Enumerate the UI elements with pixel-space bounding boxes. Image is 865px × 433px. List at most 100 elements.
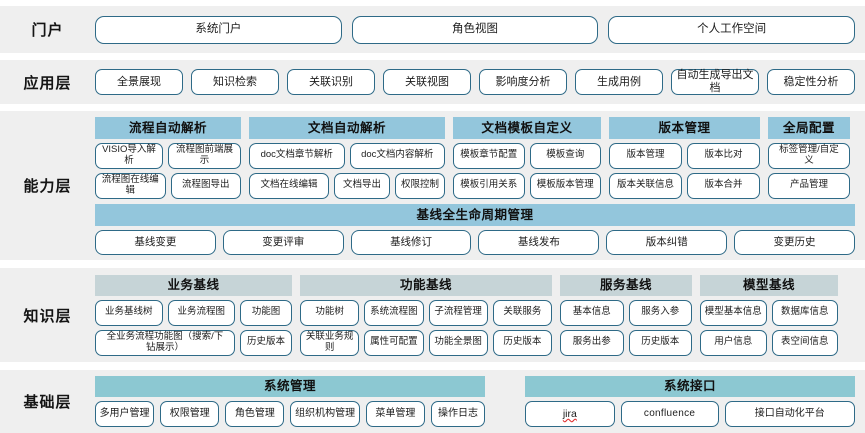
layer-body-portal: 系统门户 角色视图 个人工作空间 [95, 15, 865, 44]
base-node-interface-automation-platform[interactable]: 接口自动化平台 [724, 401, 855, 428]
cap-node-doc-export[interactable]: 文档导出 [334, 172, 390, 199]
kn-node-model-basic-info[interactable]: 模型基本信息 [700, 299, 767, 326]
kn-node-attribute-configurable[interactable]: 属性可配置 [364, 329, 424, 356]
kn-node-history-version[interactable]: 历史版本 [492, 329, 552, 356]
cap-node-doc-online-edit[interactable]: 文档在线编辑 [249, 172, 329, 199]
kn-node-subprocess-mgmt[interactable]: 子流程管理 [428, 299, 488, 326]
base-group-system-management: 系统管理 多用户管理 权限管理 角色管理 组织机构管理 菜单管理 操作日志 [95, 376, 485, 428]
kn-node-basic-info[interactable]: 基本信息 [560, 299, 624, 326]
capability-group-title: 文档自动解析 [249, 116, 445, 139]
portal-node-system-portal[interactable]: 系统门户 [95, 15, 342, 44]
cap-node-visio-import[interactable]: VISIO导入解析 [95, 142, 163, 169]
base-node-menu-mgmt[interactable]: 菜单管理 [365, 401, 425, 428]
cap-node-doc-content-parse[interactable]: doc文档内容解析 [349, 142, 445, 169]
portal-node-row: 系统门户 角色视图 个人工作空间 [95, 15, 856, 44]
capability-group-title: 全局配置 [768, 116, 850, 139]
base-node-jira[interactable]: jira [525, 401, 615, 428]
capability-group-version-mgmt: 版本管理 版本管理 版本比对 版本关联信息 版本合并 [609, 116, 760, 199]
layer-label-knowledge: 知识层 [23, 307, 72, 325]
capability-group-doc-template: 文档模板自定义 模板章节配置 模板查询 模板引用关系 模板版本管理 [453, 116, 601, 199]
capability-group-process-parsing: 流程自动解析 VISIO导入解析 流程图前端展 示 流程图在线编辑 流程图导出 [95, 116, 241, 199]
cap-node-product-mgmt[interactable]: 产品管理 [768, 172, 850, 199]
app-node-knowledge-search[interactable]: 知识检索 [191, 69, 279, 96]
kn-node-user-info[interactable]: 用户信息 [700, 329, 767, 356]
kn-node-database-info[interactable]: 数据库信息 [771, 299, 838, 326]
layer-knowledge: 知识层 业务基线 业务基线树 业务流程图 功能图 全业务流程功能图（搜索/下 钻… [0, 268, 865, 363]
knowledge-group-function-baseline: 功能基线 功能树 系统流程图 子流程管理 关联服务 关联业务规则 属性可配置 功… [300, 274, 552, 356]
kn-node-service-output-param[interactable]: 服务出参 [560, 329, 624, 356]
app-node-stability-analysis[interactable]: 稳定性分析 [767, 69, 855, 96]
kn-node-service-input-param[interactable]: 服务入参 [628, 299, 692, 326]
kn-node-function-diagram[interactable]: 功能图 [240, 299, 292, 326]
base-node-operation-log[interactable]: 操作日志 [430, 401, 485, 428]
portal-node-personal-workspace[interactable]: 个人工作空间 [608, 15, 856, 44]
cap-node-version-mgmt[interactable]: 版本管理 [609, 142, 682, 169]
base-group-title: 系统管理 [95, 376, 485, 398]
baseline-lifecycle-block: 基线全生命周期管理 基线变更 变更评审 基线修订 基线发布 版本纠错 变更历史 [95, 203, 855, 255]
bl-node-version-correction[interactable]: 版本纠错 [606, 229, 728, 255]
kn-node-full-business-process-diagram[interactable]: 全业务流程功能图（搜索/下 钻展示） [95, 329, 235, 356]
kn-node-business-baseline-tree[interactable]: 业务基线树 [95, 299, 163, 326]
app-node-impact-analysis[interactable]: 影响度分析 [479, 69, 567, 96]
kn-node-related-business-rule[interactable]: 关联业务规则 [300, 329, 360, 356]
cap-node-flowchart-frontend-display[interactable]: 流程图前端展 示 [168, 142, 241, 169]
application-node-row: 全景展现 知识检索 关联识别 关联视图 影响度分析 生成用例 自动生成导出文档 … [95, 69, 855, 96]
spacer-top [0, 0, 865, 6]
capability-group-title: 文档模板自定义 [453, 116, 601, 139]
bl-node-baseline-change[interactable]: 基线变更 [95, 229, 216, 255]
cap-node-version-compare[interactable]: 版本比对 [687, 142, 760, 169]
bl-node-change-review[interactable]: 变更评审 [222, 229, 344, 255]
cap-node-flowchart-export[interactable]: 流程图导出 [170, 172, 241, 199]
kn-node-function-tree[interactable]: 功能树 [300, 299, 360, 326]
layer-portal: 门户 系统门户 角色视图 个人工作空间 [0, 6, 865, 54]
capability-group-document-parsing: 文档自动解析 doc文档章节解析 doc文档内容解析 文档在线编辑 文档导出 权… [249, 116, 445, 199]
bl-node-change-history[interactable]: 变更历史 [734, 229, 855, 255]
app-node-auto-export-doc[interactable]: 自动生成导出文档 [671, 69, 759, 96]
app-node-generate-usecase[interactable]: 生成用例 [575, 69, 663, 96]
app-node-relation-view[interactable]: 关联视图 [383, 69, 471, 96]
layer-label-capability: 能力层 [23, 178, 72, 196]
layer-body-application: 全景展现 知识检索 关联识别 关联视图 影响度分析 生成用例 自动生成导出文档 … [95, 69, 865, 96]
knowledge-group-title: 功能基线 [300, 274, 552, 296]
knowledge-group-business-baseline: 业务基线 业务基线树 业务流程图 功能图 全业务流程功能图（搜索/下 钻展示） … [95, 274, 292, 356]
layer-capability: 能力层 流程自动解析 VISIO导入解析 流程图前端展 示 流程图在线编辑 流程… [0, 111, 865, 261]
kn-node-related-service[interactable]: 关联服务 [492, 299, 552, 326]
baseline-lifecycle-title: 基线全生命周期管理 [95, 203, 855, 226]
cap-node-tag-mgmt-custom[interactable]: 标签管理/自定 义 [768, 142, 850, 169]
kn-node-system-flowchart[interactable]: 系统流程图 [364, 299, 424, 326]
cap-node-version-relation-info[interactable]: 版本关联信息 [609, 172, 682, 199]
portal-node-role-view[interactable]: 角色视图 [351, 15, 599, 44]
base-node-permission-mgmt[interactable]: 权限管理 [160, 401, 220, 428]
app-node-panorama[interactable]: 全景展现 [95, 69, 183, 96]
base-node-role-mgmt[interactable]: 角色管理 [225, 401, 285, 428]
cap-node-template-query[interactable]: 模板查询 [529, 142, 601, 169]
cap-node-template-version-mgmt[interactable]: 模板版本管理 [529, 172, 601, 199]
base-group-title: 系统接口 [525, 376, 855, 398]
capability-group-title: 流程自动解析 [95, 116, 241, 139]
layer-label-base: 基础层 [23, 394, 72, 412]
kn-node-tablespace-info[interactable]: 表空间信息 [771, 329, 838, 356]
bl-node-baseline-revision[interactable]: 基线修订 [350, 229, 472, 255]
kn-node-history-version[interactable]: 历史版本 [628, 329, 692, 356]
base-node-multi-user-mgmt[interactable]: 多用户管理 [95, 401, 155, 428]
spacer-portal-application [0, 53, 865, 61]
jira-label: jira [562, 408, 577, 421]
layer-label-application: 应用层 [23, 74, 72, 92]
capability-group-title: 版本管理 [609, 116, 760, 139]
cap-node-template-reference[interactable]: 模板引用关系 [453, 172, 525, 199]
base-node-confluence[interactable]: confluence [620, 401, 719, 428]
cap-node-doc-chapter-parse[interactable]: doc文档章节解析 [249, 142, 345, 169]
spacer-capability-knowledge [0, 260, 865, 269]
kn-node-function-panorama[interactable]: 功能全景图 [428, 329, 488, 356]
cap-node-version-merge[interactable]: 版本合并 [687, 172, 760, 199]
cap-node-template-chapter-config[interactable]: 模板章节配置 [453, 142, 525, 169]
layer-body-capability: 流程自动解析 VISIO导入解析 流程图前端展 示 流程图在线编辑 流程图导出 … [95, 116, 865, 255]
kn-node-business-flowchart[interactable]: 业务流程图 [167, 299, 235, 326]
app-node-relation-recognition[interactable]: 关联识别 [287, 69, 375, 96]
bl-node-baseline-release[interactable]: 基线发布 [478, 229, 600, 255]
kn-node-history-version[interactable]: 历史版本 [240, 329, 292, 356]
base-node-org-structure-mgmt[interactable]: 组织机构管理 [290, 401, 360, 428]
cap-node-flowchart-online-edit[interactable]: 流程图在线编辑 [95, 172, 166, 199]
cap-node-permission-control[interactable]: 权限控制 [395, 172, 445, 199]
